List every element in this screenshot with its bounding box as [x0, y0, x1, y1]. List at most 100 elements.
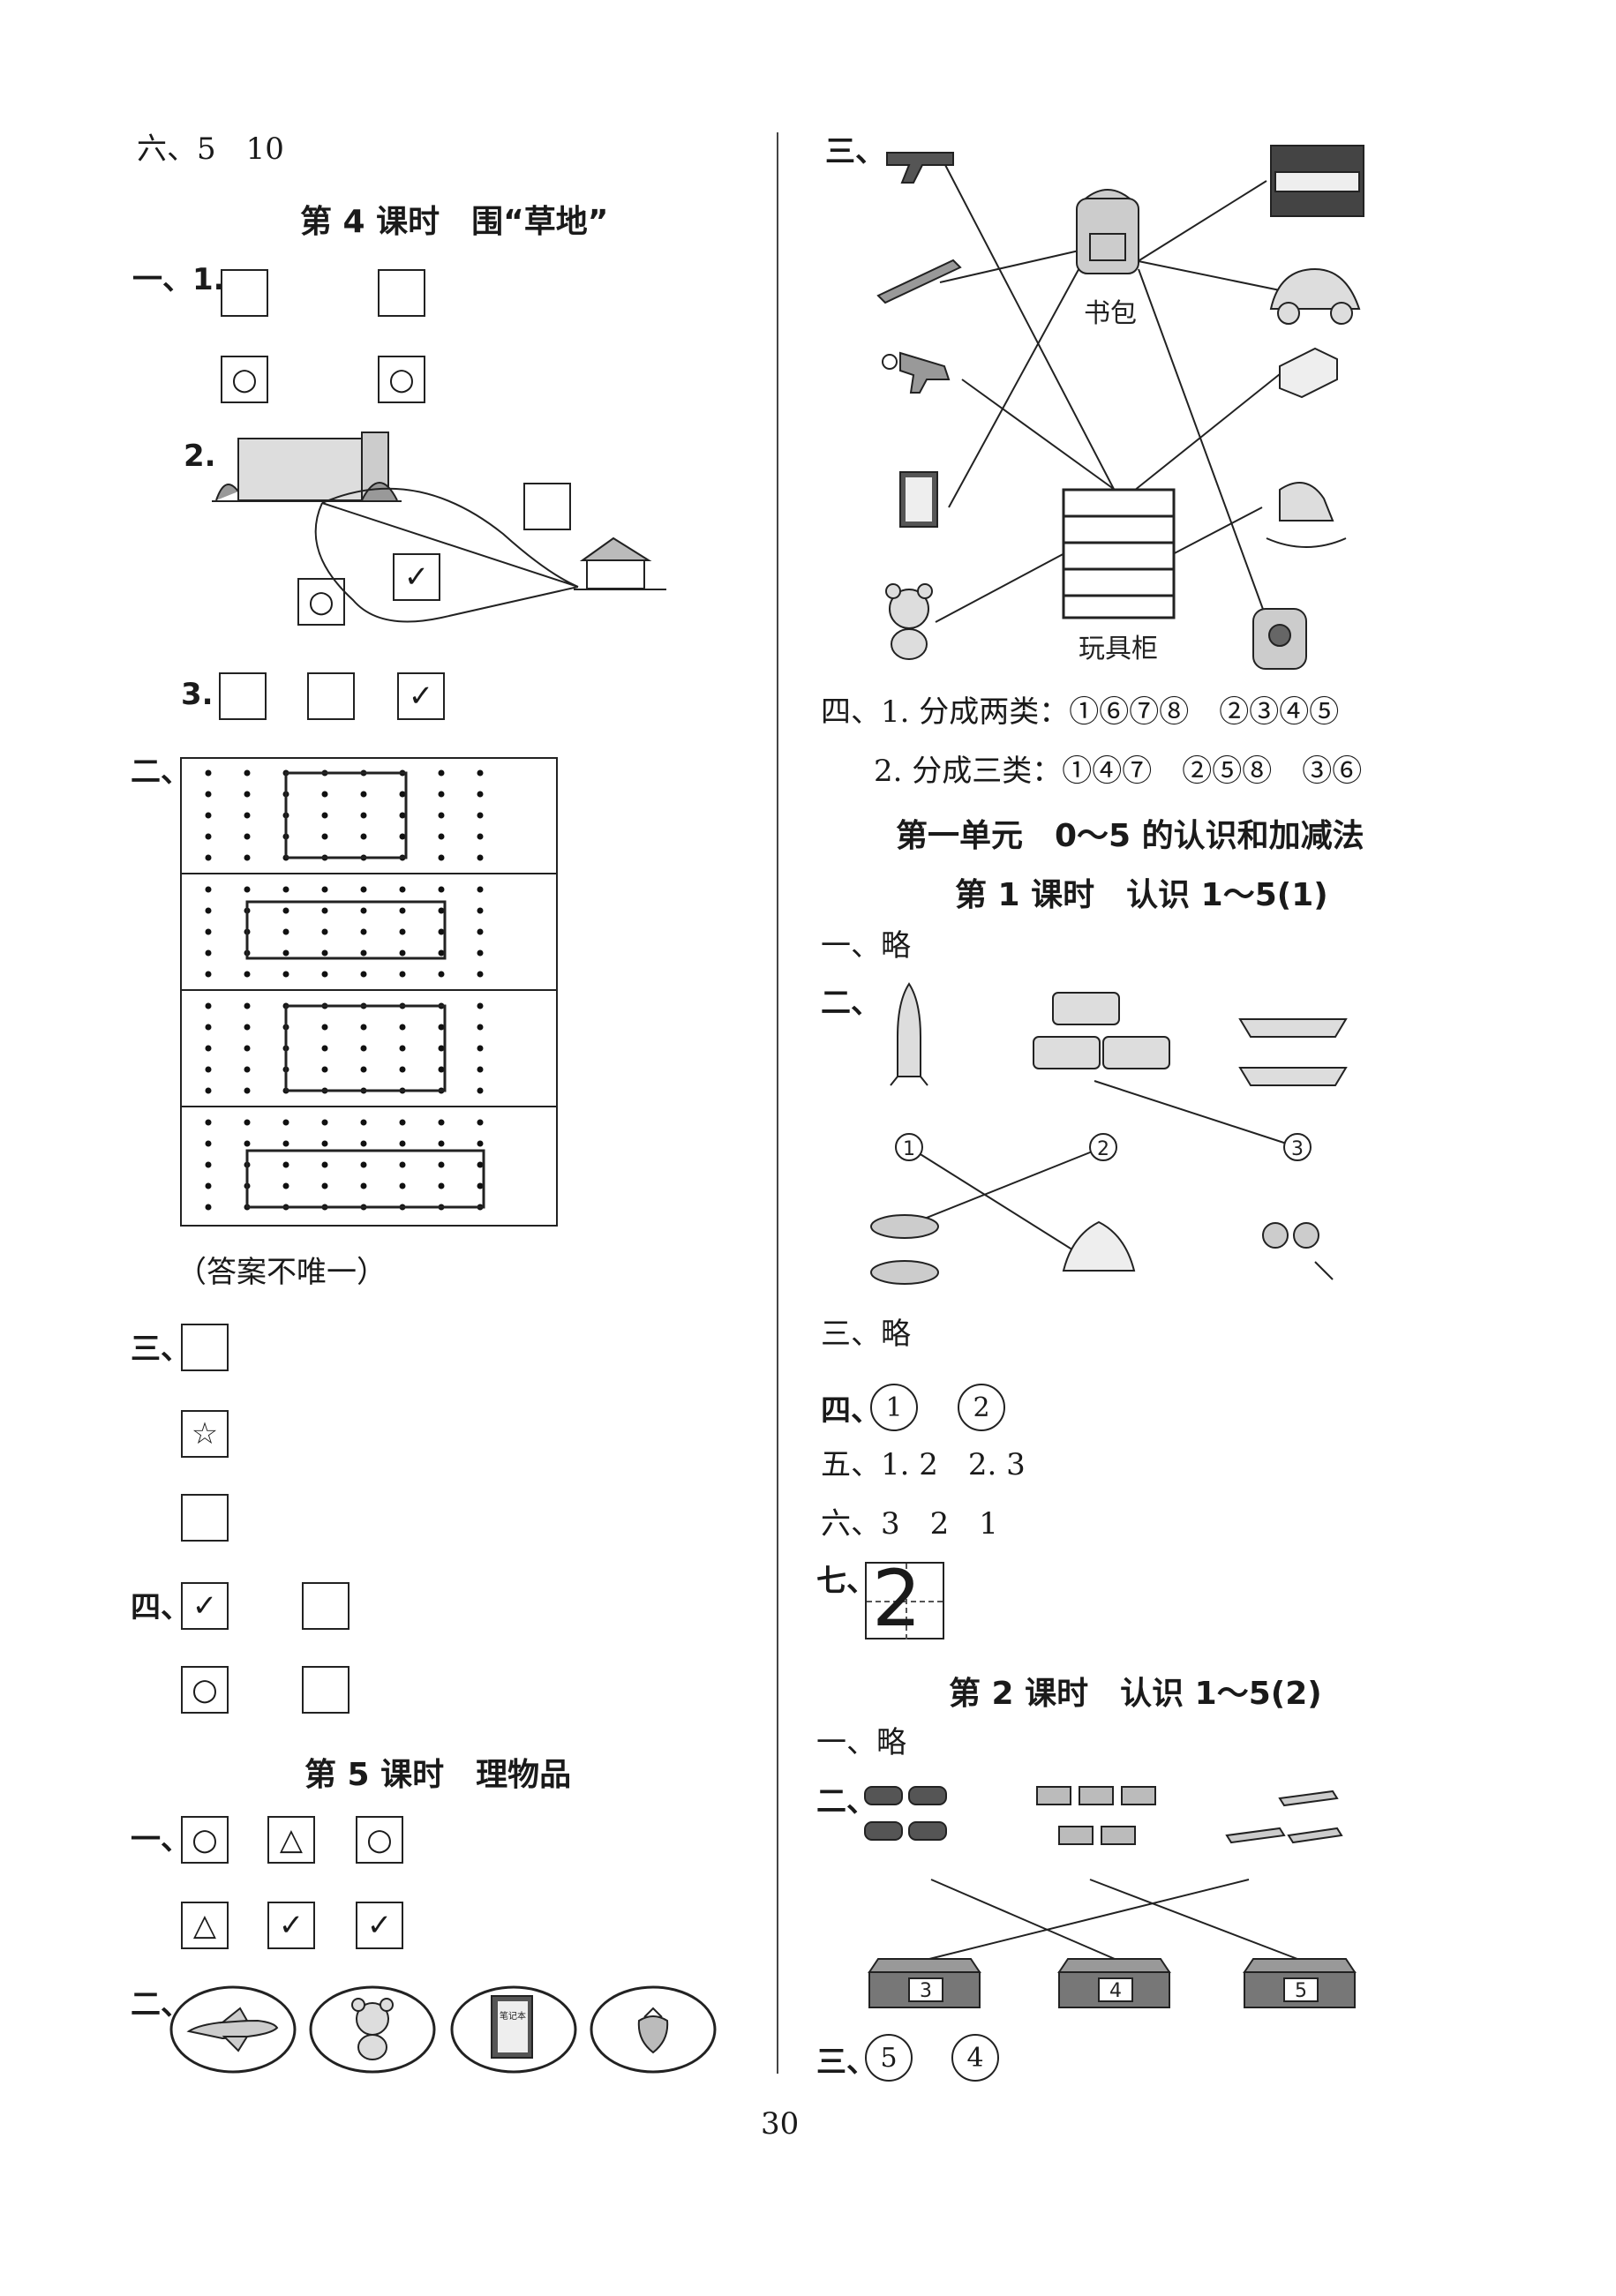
check-mark: ✓ — [192, 1588, 218, 1624]
grid-dot — [205, 1087, 212, 1094]
grid-dot — [244, 1024, 251, 1031]
grid-dot — [244, 886, 251, 893]
grid-dot — [438, 949, 445, 957]
grid-dot — [205, 1161, 212, 1168]
grid-dot — [399, 833, 406, 840]
grid-dot — [360, 949, 367, 957]
grid-dot — [360, 1161, 367, 1168]
l1-s5: 五、1. 2 2. 3 — [821, 1447, 1026, 1482]
column-divider — [777, 132, 778, 2074]
r-s3-label: 三、 — [825, 134, 885, 169]
route-lines — [314, 487, 579, 623]
answer-box-empty — [181, 1494, 229, 1542]
grid-dot — [321, 1024, 328, 1031]
gun-icon — [886, 152, 954, 184]
airplane-icon — [186, 2007, 279, 2052]
rect-answer-3 — [284, 1004, 447, 1092]
answer-number: 1 — [885, 1392, 903, 1423]
grid-dot — [205, 1066, 212, 1073]
grid-dot — [438, 1119, 445, 1126]
grid-dot — [321, 1045, 328, 1052]
grid-dot — [205, 971, 212, 978]
grid-dot — [438, 1161, 445, 1168]
eraser-icon — [1279, 347, 1338, 399]
grid-dot — [399, 886, 406, 893]
grid-dot — [360, 812, 367, 819]
cabinet-label: 玩具柜 — [1079, 634, 1158, 664]
grid-dot — [399, 1140, 406, 1147]
circle-mark: ○ — [192, 1672, 218, 1707]
grid-dot — [477, 1066, 484, 1073]
grid-dot — [477, 928, 484, 935]
grid-dot — [438, 928, 445, 935]
number-circle-2 — [1089, 1133, 1117, 1161]
oval-strawberry — [590, 1985, 717, 2074]
grid-dot — [399, 928, 406, 935]
writing-grid: 2 — [865, 1560, 944, 1639]
answer-number: 4 — [966, 2042, 984, 2074]
grid-dot — [321, 886, 328, 893]
grid-dot — [321, 907, 328, 914]
answer-box-check: ✓ — [181, 1582, 229, 1630]
teddy-bear-icon — [351, 1998, 394, 2060]
grid-dot — [438, 1140, 445, 1147]
grid-dot — [244, 769, 251, 777]
notebook-text: 笔记本 — [500, 2010, 526, 2022]
airplane-icon — [1225, 1790, 1343, 1844]
grid-dot — [321, 928, 328, 935]
building-icon — [212, 431, 402, 502]
star-mark: ☆ — [191, 1416, 219, 1452]
answer-box-empty — [221, 269, 268, 317]
grid-dot — [282, 971, 289, 978]
lotus-icon — [1062, 1220, 1136, 1272]
l4-q2-label: 2. — [184, 439, 216, 474]
grid-dot — [282, 907, 289, 914]
grid-dot — [477, 769, 484, 777]
r-s4-q2: 2. 分成三类：①④⑦ ②⑤⑧ ③⑥ — [874, 754, 1363, 789]
answer-box-circle: ○ — [181, 1666, 229, 1714]
answer-circle: 1 — [870, 1384, 918, 1431]
box-number-5: 5 — [1295, 1980, 1307, 2002]
grid-dot — [244, 1087, 251, 1094]
answer-box-circle: ○ — [378, 356, 425, 403]
answer-box-empty — [302, 1666, 350, 1714]
answer-box-empty — [307, 672, 355, 720]
grid-dot — [438, 971, 445, 978]
grid-dot — [477, 971, 484, 978]
grid-dot — [282, 1161, 289, 1168]
grid-dot — [477, 949, 484, 957]
count-match-diagram: 1 2 3 — [870, 982, 1348, 1285]
lesson4-title: 第 4 课时 围“草地” — [300, 204, 609, 240]
grid-dot — [360, 886, 367, 893]
rect-answer-1 — [284, 771, 408, 859]
bus-icon — [1033, 992, 1170, 1069]
rect-answer-2 — [245, 900, 447, 960]
grid-dot — [205, 1024, 212, 1031]
grid-dot — [244, 1002, 251, 1009]
quantity-box-match: 3 4 5 — [864, 1786, 1357, 2008]
notebook-icon: 笔记本 — [491, 1995, 533, 2059]
number-circle-3 — [1283, 1133, 1312, 1161]
grid-dot — [321, 812, 328, 819]
strawberry-icon — [637, 2007, 669, 2054]
dot-grid-figure — [180, 757, 558, 1227]
l4-s3-label: 三、 — [131, 1332, 191, 1367]
grid-dot — [399, 1119, 406, 1126]
lily-pad-icon — [870, 1214, 939, 1285]
answer-box-star: ☆ — [181, 1410, 229, 1458]
l4-q1-label: 一、1. — [132, 262, 225, 297]
l2-s1: 一、略 — [816, 1725, 906, 1760]
l4-q3-label: 3. — [181, 677, 214, 712]
grid-dot — [321, 1066, 328, 1073]
grid-dot — [477, 854, 484, 861]
grid-dot — [477, 1024, 484, 1031]
grid-dot — [244, 971, 251, 978]
grid-dot — [282, 949, 289, 957]
l1-s3: 三、略 — [821, 1317, 911, 1352]
answer-box-triangle: △ — [267, 1816, 315, 1864]
answer-circle: 4 — [951, 2034, 999, 2082]
number-2: 2 — [1097, 1138, 1109, 1160]
grid-dot — [205, 949, 212, 957]
grid-dot — [321, 949, 328, 957]
grid-dot — [244, 1140, 251, 1147]
